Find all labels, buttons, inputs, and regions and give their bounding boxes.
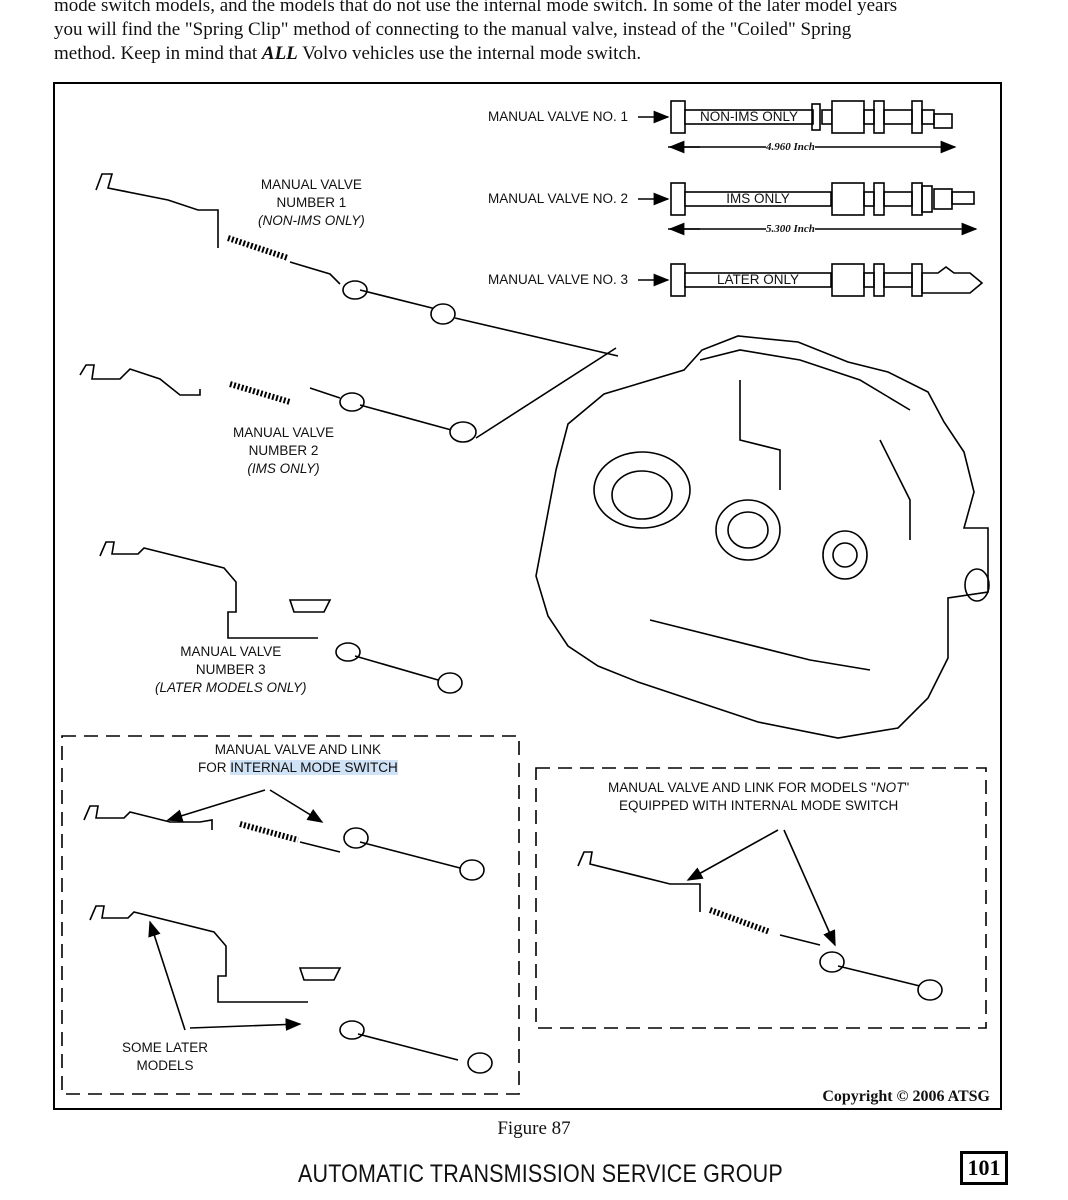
figure-caption: Figure 87 [497,1118,571,1139]
valve-2-label: MANUAL VALVE NO. 2 [488,191,629,206]
link-assembly-1 [95,173,619,357]
intro-text: mode switch models, and the models that … [54,0,1002,66]
highlighted-text: INTERNAL MODE SWITCH [230,760,398,775]
intro-line-2: you will find the "Spring Clip" method o… [54,19,852,40]
manual-valve-1-drawing [638,100,957,154]
footer-title: AUTOMATIC TRANSMISSION SERVICE GROUP [298,1160,783,1188]
valve-1-dimension: 4.960 Inch [766,138,815,156]
intro-line-3: method. Keep in mind that ALL Volvo vehi… [54,43,642,64]
figure-frame [53,82,1002,1110]
manual-valve-2-drawing [638,182,978,236]
box-left-title: MANUAL VALVE AND LINK FOR INTERNAL MODE … [198,742,398,775]
valve-3-label: MANUAL VALVE NO. 3 [488,272,629,287]
manual-valve-3-drawing [638,263,984,297]
valve-2-band: IMS ONLY [726,191,790,206]
link-assembly-3 [99,541,463,694]
box-no-internal-mode-switch [535,767,987,1029]
box-right-title: MANUAL VALVE AND LINK FOR MODELS "NOT" E… [608,780,910,813]
copyright: Copyright © 2006 ATSG [822,1088,990,1105]
box-left-links [83,789,493,1074]
transmission-case [535,335,990,739]
intro-line-1: mode switch models, and the models that … [54,0,898,16]
link-assembly-2 [79,347,617,443]
box-right-link [577,829,943,1001]
box-internal-mode-switch [61,735,520,1095]
page-number: 101 [960,1151,1008,1185]
valve-1-label: MANUAL VALVE NO. 1 [488,109,629,124]
valve-3-band: LATER ONLY [716,272,800,287]
valve-1-band: NON-IMS ONLY [699,109,798,124]
valve-2-dimension: 5.300 Inch [766,220,815,238]
